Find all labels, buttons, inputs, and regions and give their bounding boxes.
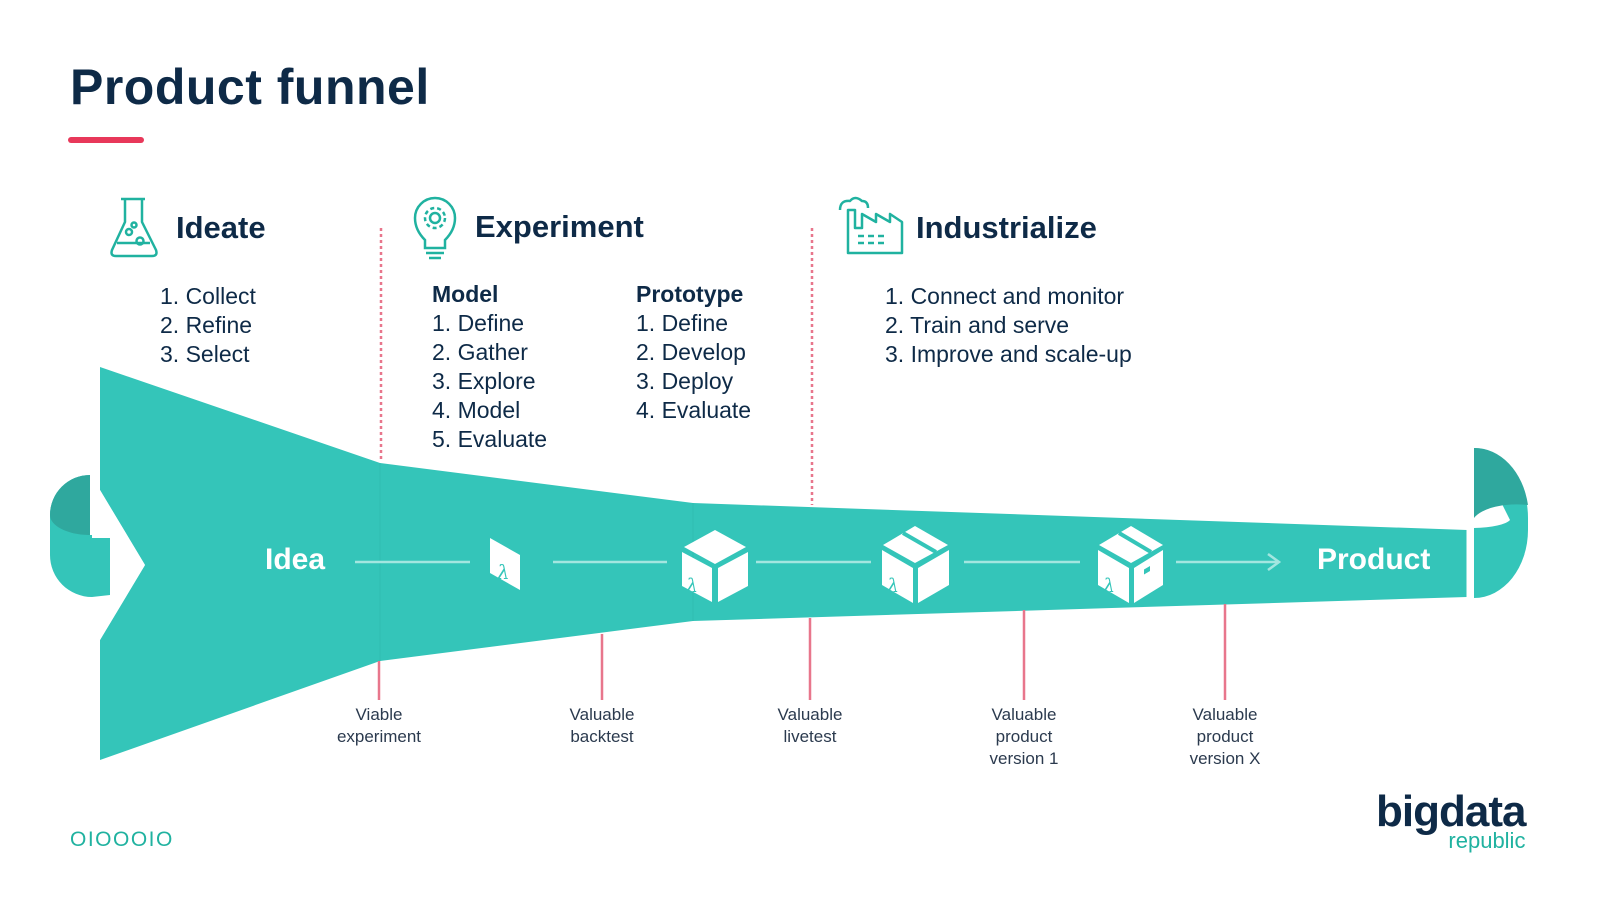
svg-text:λ: λ (886, 575, 899, 597)
list-item: 2. Refine (160, 312, 253, 338)
lambda-box-icon: λ (882, 526, 949, 603)
milestone-label: Valuable product version X (1189, 705, 1261, 768)
loop-start-shape (49, 475, 110, 597)
milestone-label: Valuable backtest (569, 705, 635, 746)
industrialize-list: 1. Connect and monitor 2. Train and serv… (885, 282, 1132, 369)
stage-title-industrialize: Industrialize (916, 210, 1097, 245)
lambda-package-icon: λ (1098, 526, 1163, 603)
list-item: 2. Gather (432, 339, 528, 365)
list-item: 2. Train and serve (885, 312, 1070, 338)
list-item: 3. Explore (432, 368, 536, 394)
milestone-ticks (377, 604, 1227, 700)
list-item: 3. Deploy (636, 368, 734, 394)
experiment-model-list: Model 1. Define 2. Gather 3. Explore 4. … (432, 280, 547, 454)
logo-main-text: bigdata (1376, 787, 1526, 836)
flask-icon (110, 197, 158, 258)
list-item: 4. Model (432, 397, 521, 423)
list-heading: Model (432, 281, 499, 307)
loop-end-shape (1474, 447, 1528, 598)
arrow-head-icon (1267, 552, 1282, 572)
entry-chevron (100, 490, 145, 640)
milestone-label: Valuable product version 1 (989, 705, 1059, 768)
title-underline (68, 137, 144, 143)
list-item: 1. Define (432, 310, 525, 336)
funnel-body (100, 367, 1467, 760)
stage-title-ideate: Ideate (176, 210, 266, 245)
experiment-prototype-list: Prototype 1. Define 2. Develop 3. Deploy… (636, 280, 751, 425)
milestone-label: Viable experiment (336, 705, 422, 746)
list-item: 4. Evaluate (636, 397, 752, 423)
list-item: 2. Develop (636, 339, 746, 365)
list-item: 1. Collect (160, 283, 256, 309)
list-item: 1. Connect and monitor (885, 283, 1125, 309)
company-logo: bigdata republic (1376, 787, 1526, 853)
footer-binary-code: OIOOOIO (70, 828, 174, 851)
lambda-card-icon: λ (490, 538, 520, 590)
logo-sub-text: republic (1448, 828, 1526, 853)
svg-text:λ: λ (1102, 575, 1115, 597)
funnel-start-label: Idea (265, 543, 326, 576)
page-title: Product funnel (70, 59, 430, 115)
funnel-end-label: Product (1317, 543, 1431, 576)
list-item: 1. Define (636, 310, 729, 336)
list-item: 5. Evaluate (432, 426, 548, 452)
milestone-label: Valuable livetest (777, 705, 843, 746)
lightbulb-gear-icon (413, 196, 457, 260)
svg-text:λ: λ (685, 575, 698, 597)
list-item: 3. Select (160, 341, 250, 367)
list-heading: Prototype (636, 281, 744, 307)
list-item: 3. Improve and scale-up (885, 341, 1132, 367)
svg-text:λ: λ (496, 560, 510, 584)
ideate-list: 1. Collect 2. Refine 3. Select (160, 282, 256, 369)
factory-icon (838, 196, 904, 255)
stage-title-experiment: Experiment (475, 209, 644, 244)
lambda-cube-icon: λ (682, 530, 748, 602)
